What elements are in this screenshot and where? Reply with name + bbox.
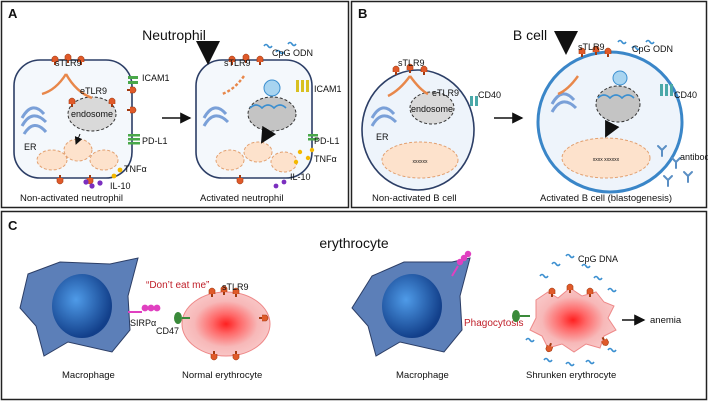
a-left-caption: Non-activated neutrophil bbox=[20, 193, 123, 204]
macrophage-left bbox=[19, 257, 161, 357]
c-left-macrophage-label: Macrophage bbox=[62, 370, 115, 381]
panel-a-letter: A bbox=[8, 6, 18, 21]
b-cell-activated: xxxx xxxxxx bbox=[536, 31, 693, 194]
c-left-stlr9-label: sTLR9 bbox=[222, 282, 249, 292]
svg-text:xxxxxx: xxxxxx bbox=[413, 159, 429, 165]
b-right-cpg-label: CpG ODN bbox=[632, 44, 673, 54]
panel-b-letter: B bbox=[358, 6, 367, 21]
a-left-pdl1-label: PD-L1 bbox=[142, 136, 168, 146]
panel-a-title: Neutrophil bbox=[142, 27, 206, 43]
c-left-sirpa-label: SIRPα bbox=[130, 318, 156, 328]
c-left-erythrocyte-label: Normal erythrocyte bbox=[182, 370, 262, 381]
c-dont-eat-label: “Don’t eat me” bbox=[146, 280, 209, 291]
a-right-stlr9-label: sTLR9 bbox=[224, 58, 251, 68]
a-left-tnfa-label: TNFα bbox=[124, 164, 147, 174]
b-left-caption: Non-activated B cell bbox=[372, 193, 456, 204]
a-right-icam1-label: ICAM1 bbox=[314, 84, 342, 94]
a-left-il10-label: IL-10 bbox=[110, 181, 131, 191]
b-right-caption: Activated B cell (blastogenesis) bbox=[540, 193, 672, 204]
a-left-endosome-label: endosome bbox=[71, 109, 113, 119]
c-right-macrophage-label: Macrophage bbox=[396, 370, 449, 381]
a-left-er-label: ER bbox=[24, 142, 37, 152]
c-anemia-label: anemia bbox=[650, 315, 682, 326]
b-right-stlr9-label: sTLR9 bbox=[578, 42, 605, 52]
normal-erythrocyte bbox=[174, 285, 271, 361]
b-left-cd40-label: CD40 bbox=[478, 90, 501, 100]
macrophage-right bbox=[351, 250, 472, 357]
neutrophil-resting-cell bbox=[13, 53, 140, 189]
b-right-antibody-label: antibody bbox=[680, 152, 708, 162]
a-left-icam1-label: ICAM1 bbox=[142, 73, 170, 83]
neutrophil-activated-cell bbox=[195, 41, 318, 189]
panel-c-border bbox=[0, 210, 708, 401]
b-cell-resting: xxxxxx bbox=[361, 63, 478, 191]
a-left-stlr9-label: sTLR9 bbox=[55, 58, 82, 68]
c-right-erythrocyte-label: Shrunken erythrocyte bbox=[526, 370, 616, 381]
shrunken-erythrocyte bbox=[512, 253, 617, 367]
svg-text:xxxx xxxxxx: xxxx xxxxxx bbox=[593, 157, 620, 163]
panel-c-title: erythrocyte bbox=[319, 235, 388, 251]
c-cpg-label: CpG DNA bbox=[578, 254, 618, 264]
b-left-stlr9-label: sTLR9 bbox=[398, 58, 425, 68]
a-right-caption: Activated neutrophil bbox=[200, 193, 283, 204]
panel-b-title: B cell bbox=[513, 27, 547, 43]
a-right-tnfa-label: TNFα bbox=[314, 154, 337, 164]
b-right-cd40-label: CD40 bbox=[674, 90, 697, 100]
panel-c-letter: C bbox=[8, 218, 18, 233]
c-phagocytosis-label: Phagocytosis bbox=[464, 318, 523, 329]
arrow-down-icon bbox=[260, 125, 277, 144]
b-left-etlr9-label: eTLR9 bbox=[432, 88, 459, 98]
panel-b-border bbox=[350, 0, 708, 209]
c-cd47-label: CD47 bbox=[156, 326, 179, 336]
a-right-cpg-label: CpG ODN bbox=[272, 48, 313, 58]
a-left-etlr9-label: eTLR9 bbox=[80, 86, 107, 96]
a-right-pdl1-label: PD-L1 bbox=[314, 136, 340, 146]
panel-a-border bbox=[0, 0, 350, 209]
b-left-endosome-label: endosome bbox=[411, 104, 453, 114]
a-right-il10-label: IL-10 bbox=[290, 172, 311, 182]
b-left-er-label: ER bbox=[376, 132, 389, 142]
